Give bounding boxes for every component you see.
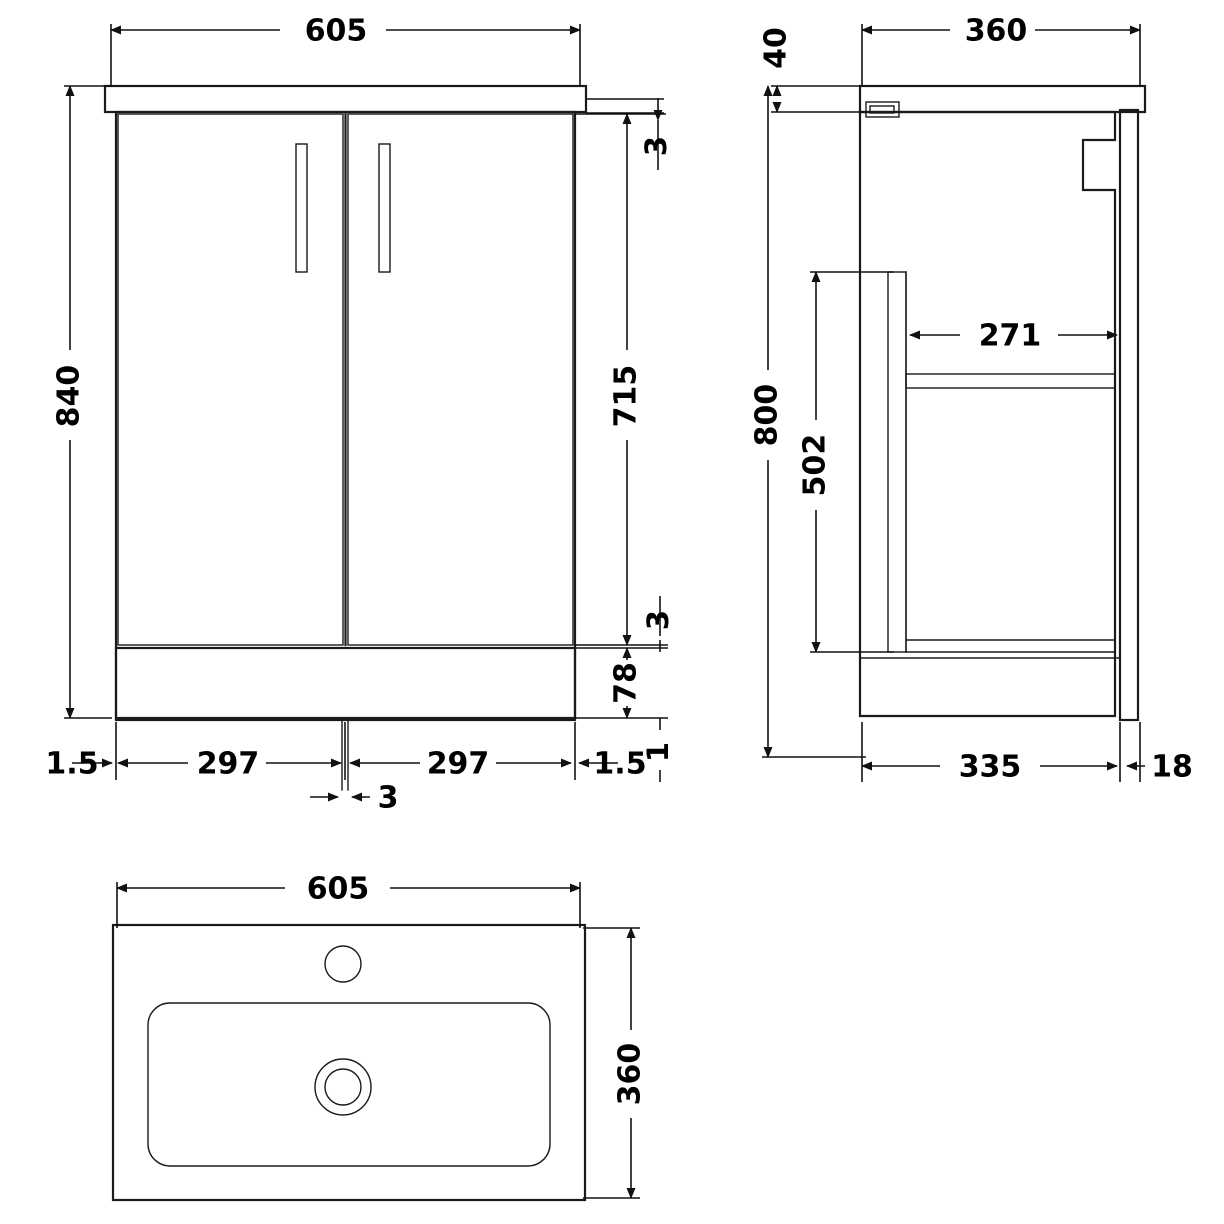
front-door-left [117, 113, 344, 646]
dim-side-internal-502: 502 [798, 271, 894, 653]
side-elevation-view: 360 40 800 502 271 [750, 14, 1193, 785]
front-worktop [103, 84, 588, 114]
dim-label-360-side: 360 [965, 14, 1028, 49]
side-internal-cavity [905, 271, 1116, 653]
side-internal-back-panel [887, 271, 907, 653]
front-door-right [347, 113, 574, 646]
dim-front-1: 1 [641, 718, 675, 782]
dim-label-605-plan: 605 [307, 872, 370, 907]
dim-label-3-centre: 3 [378, 781, 399, 816]
side-cabinet-body [858, 110, 1117, 718]
front-elevation-view: 605 840 3 715 [45, 14, 675, 816]
dim-label-3-top: 3 [639, 136, 673, 156]
dim-label-3-gap: 3 [641, 610, 675, 630]
waste-outlet [314, 1058, 372, 1116]
basin-outline [111, 923, 587, 1202]
side-internal-shelf [905, 373, 1116, 389]
dim-label-297-left: 297 [197, 747, 260, 782]
dim-label-840: 840 [52, 365, 87, 428]
dim-label-40: 40 [759, 27, 794, 69]
dim-label-1p5-right: 1.5 [593, 747, 646, 782]
dim-label-1: 1 [641, 742, 675, 762]
dim-plan-depth-360: 360 [583, 927, 648, 1199]
tap-hole [324, 945, 362, 983]
dim-label-297-right: 297 [427, 747, 490, 782]
dim-front-width-605: 605 [110, 14, 581, 86]
handle-left[interactable] [295, 143, 308, 273]
basin-bowl [147, 1002, 551, 1167]
side-handle-detail [865, 101, 900, 118]
dim-label-800: 800 [750, 384, 785, 447]
dim-label-78: 78 [609, 662, 644, 704]
front-cabinet-body [114, 110, 577, 722]
front-centre-leg [341, 717, 349, 791]
dim-side-height-800: 800 [750, 85, 866, 758]
dim-plan-width-605: 605 [116, 872, 581, 928]
dim-front-gap-3: 3 [575, 596, 675, 652]
dim-label-335: 335 [959, 750, 1022, 785]
dim-label-360-plan: 360 [613, 1043, 648, 1106]
side-worktop [858, 84, 1147, 114]
handle-right[interactable] [378, 143, 391, 273]
dim-label-1p5-left: 1.5 [45, 747, 98, 782]
dim-label-18: 18 [1151, 750, 1193, 785]
dim-front-plinth-78: 78 [575, 647, 668, 719]
dim-label-502: 502 [798, 434, 833, 497]
dim-side-worktop-40: 40 [759, 27, 866, 113]
dim-side-internal-271: 271 [909, 319, 1118, 354]
dim-front-bottom-chain: 1.5 297 297 1.5 3 [45, 722, 647, 816]
dim-side-depth-360: 360 [861, 14, 1141, 86]
dim-label-605-front: 605 [305, 14, 368, 49]
dim-label-271: 271 [979, 319, 1042, 354]
basin-plan-view: 605 360 [111, 872, 648, 1202]
dim-front-height-840: 840 [52, 85, 112, 719]
dim-label-715: 715 [609, 365, 644, 428]
dim-front-top-3: 3 [586, 98, 673, 170]
dim-side-door-18: 18 [1126, 722, 1193, 785]
side-door-panel [1118, 108, 1140, 722]
dim-side-depth-335: 335 [861, 722, 1121, 785]
dim-front-door-715: 715 [575, 113, 666, 646]
front-plinth [114, 646, 577, 720]
